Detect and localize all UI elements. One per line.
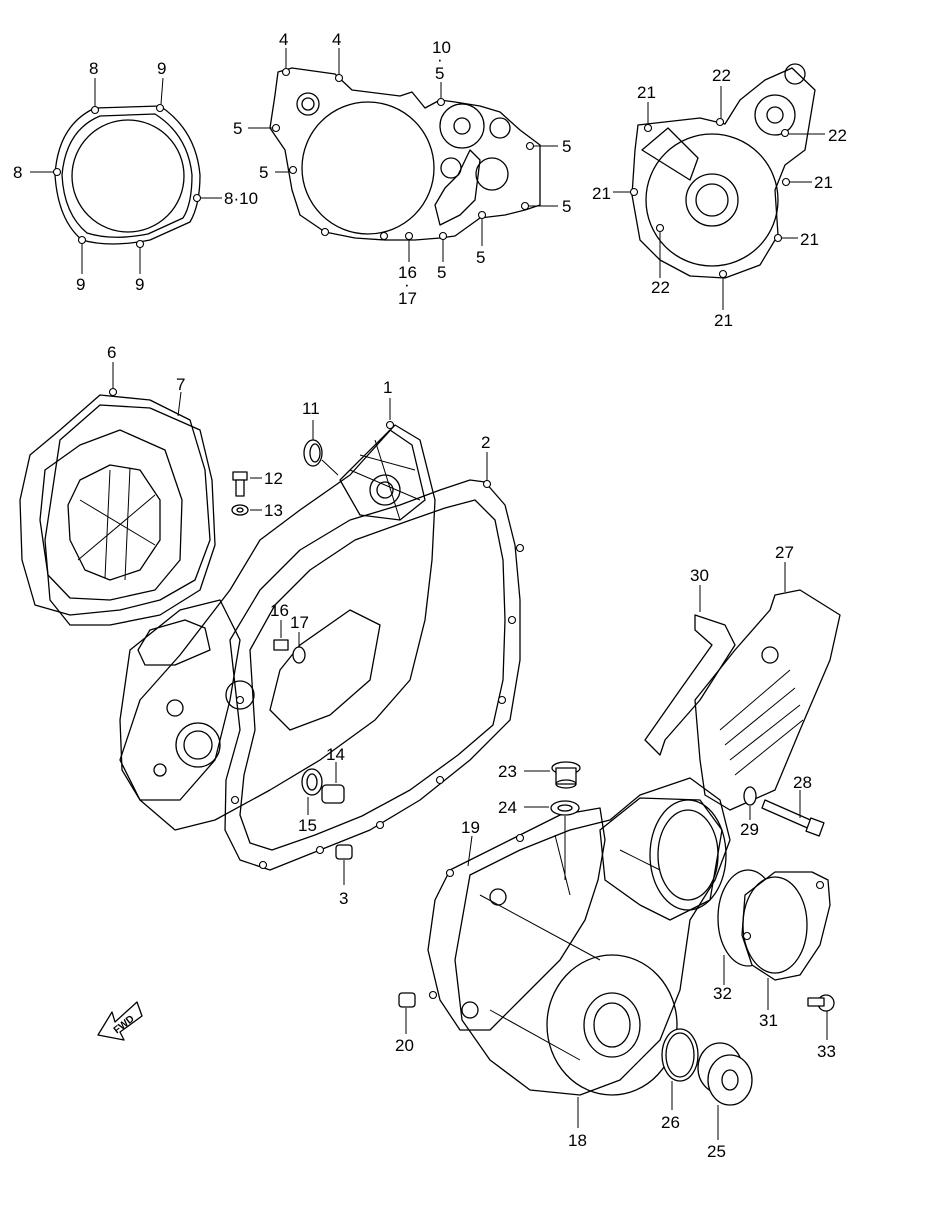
label-17a: 17 (398, 289, 417, 308)
leader-lines-18-19 (467, 835, 579, 1128)
gasket-19 (427, 807, 606, 1031)
leader-lines-6-7 (112, 362, 182, 417)
label-10: 10 (432, 38, 451, 57)
label-1: 1 (383, 378, 392, 397)
guard-30 (644, 585, 736, 756)
label-5a: 5 (435, 64, 444, 83)
label-29: 29 (740, 820, 759, 839)
o-ring-11 (303, 420, 339, 476)
label-4b: 4 (332, 30, 341, 49)
cap-cover-31 (741, 871, 831, 1010)
bolt-28 (761, 790, 825, 837)
leader-lines-top-right (613, 86, 825, 310)
label-33: 33 (817, 1042, 836, 1061)
label-5e: 5 (562, 197, 571, 216)
label-23: 23 (498, 762, 517, 781)
label-6: 6 (107, 343, 116, 362)
label-13: 13 (264, 501, 283, 520)
label-30: 30 (690, 566, 709, 585)
crankcase-gasket-2 (224, 479, 525, 871)
label-8-10: 8·10 (224, 189, 258, 208)
clutch-cover-outline (52, 103, 202, 249)
label-22b: 22 (828, 126, 847, 145)
sprocket-cover-27 (694, 562, 841, 811)
label-2: 2 (481, 433, 490, 452)
label-16b: 16 (270, 601, 289, 620)
label-5c: 5 (259, 163, 268, 182)
leader-lines-top-left (30, 77, 222, 274)
washer-13 (231, 504, 262, 516)
dowel-3 (335, 844, 353, 885)
label-21d: 21 (800, 230, 819, 249)
label-8a: 8 (89, 59, 98, 78)
washer-24 (524, 800, 580, 880)
label-21b: 21 (592, 184, 611, 203)
label-9a: 9 (157, 59, 166, 78)
crankcase-cover-1 (119, 420, 436, 831)
label-15: 15 (298, 816, 317, 835)
label-24: 24 (498, 798, 517, 817)
screw-33 (807, 994, 835, 1040)
washer-29 (743, 786, 757, 820)
fwd-arrow-icon: FWD (97, 1001, 143, 1041)
label-5f: 5 (476, 248, 485, 267)
label-9c: 9 (135, 275, 144, 294)
leader-lines-top-middle (248, 48, 558, 262)
plug-23 (524, 761, 581, 789)
plug-14 (321, 762, 345, 804)
label-25: 25 (707, 1142, 726, 1161)
label-21a: 21 (637, 83, 656, 102)
label-18: 18 (568, 1131, 587, 1150)
label-5d: 5 (562, 137, 571, 156)
washer-17 (292, 632, 306, 664)
label-16a: 16 (398, 263, 417, 282)
label-31: 31 (759, 1011, 778, 1030)
label-3: 3 (339, 889, 348, 908)
label-9b: 9 (76, 275, 85, 294)
magneto-cover-outline (629, 63, 816, 279)
generator-cover-18 (454, 777, 731, 1096)
label-21e: 21 (714, 311, 733, 330)
dowel-20 (398, 992, 416, 1034)
plug-16 (273, 620, 289, 651)
label-5b: 5 (233, 119, 242, 138)
crankcase-gasket-outline (269, 67, 541, 241)
label-14: 14 (326, 745, 345, 764)
label-8b: 8 (13, 163, 22, 182)
label-16-dot: · (404, 275, 410, 294)
plug-cap-25 (697, 1042, 753, 1140)
label-28: 28 (793, 773, 812, 792)
label-20: 20 (395, 1036, 414, 1055)
label-5g: 5 (437, 263, 446, 282)
label-7: 7 (176, 375, 185, 394)
label-22a: 22 (712, 66, 731, 85)
label-26: 26 (661, 1113, 680, 1132)
label-27: 27 (775, 543, 794, 562)
label-11: 11 (302, 399, 320, 418)
label-4a: 4 (279, 30, 288, 49)
label-22c: 22 (651, 278, 670, 297)
clutch-cover-gasket-7 (44, 404, 216, 626)
label-21c: 21 (814, 173, 833, 192)
callout-labels: 8 9 8 8·10 9 9 4 4 10 · 5 5 5 5 5 5 5 16… (13, 30, 847, 1161)
label-19: 19 (461, 818, 480, 837)
label-32: 32 (713, 984, 732, 1003)
label-10-dot: · (437, 50, 443, 69)
bolt-12 (232, 471, 262, 497)
label-17b: 17 (290, 613, 309, 632)
o-ring-26 (661, 1028, 699, 1110)
label-12: 12 (264, 469, 283, 488)
o-ring-15 (301, 768, 323, 815)
